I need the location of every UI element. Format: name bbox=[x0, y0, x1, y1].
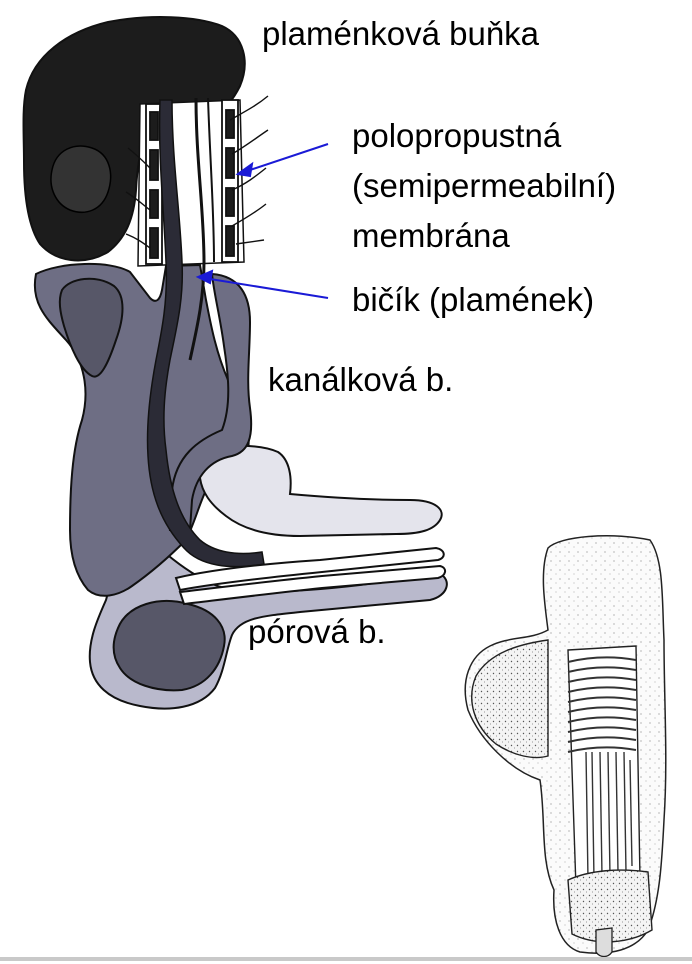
drawing-tube-end bbox=[596, 928, 612, 957]
membrane-label-line2: (semipermeabilní) bbox=[352, 166, 616, 206]
flame-cell-label: plaménková buňka bbox=[262, 14, 539, 54]
drawing-lumen bbox=[568, 646, 640, 888]
membrane-label-line1: polopropustná bbox=[352, 116, 561, 156]
bottom-divider bbox=[0, 957, 692, 961]
canal-cell-label: kanálková b. bbox=[268, 360, 453, 400]
pore-cell-label: pórová b. bbox=[248, 612, 386, 652]
membrane-label-line3: membrána bbox=[352, 216, 510, 256]
flagellum-label: bičík (plamének) bbox=[352, 280, 594, 320]
